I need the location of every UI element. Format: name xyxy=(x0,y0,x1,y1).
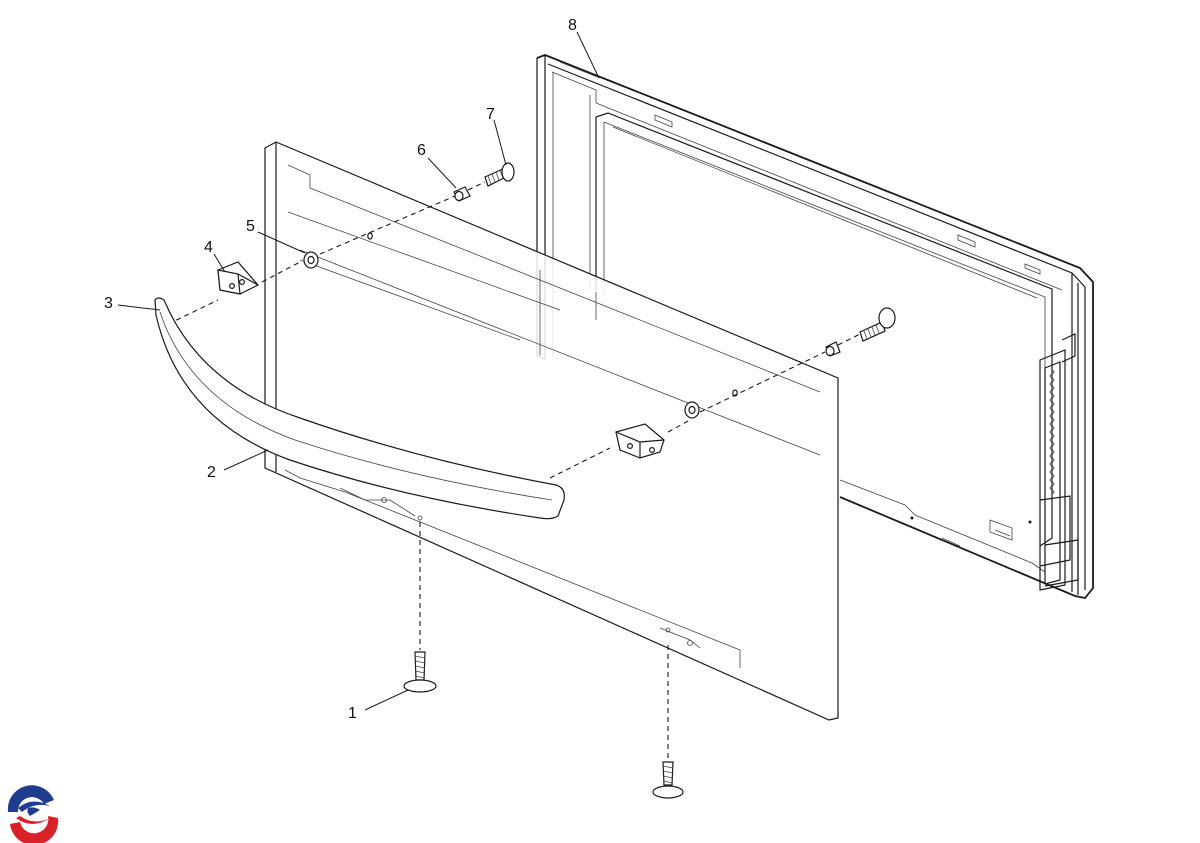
callout-4: 4 xyxy=(204,239,213,256)
callout-labels: 1 2 3 4 5 6 7 8 xyxy=(104,17,577,722)
callout-1: 1 xyxy=(348,705,357,722)
part-3-handle xyxy=(154,297,565,520)
callout-6: 6 xyxy=(417,142,426,159)
part-6-spacer xyxy=(453,186,841,357)
brand-logo xyxy=(3,783,61,843)
callout-3: 3 xyxy=(104,295,113,312)
part-7-screw xyxy=(484,162,896,342)
part-4-bracket-left xyxy=(217,261,259,295)
part-8-door-frame xyxy=(536,54,1094,599)
part-5-washer xyxy=(303,251,700,419)
leader-lines xyxy=(117,31,599,711)
callout-7: 7 xyxy=(486,106,495,123)
part-2-glass-panel xyxy=(264,141,839,721)
callout-8: 8 xyxy=(568,17,577,34)
part-1-screw xyxy=(403,651,684,799)
callout-2: 2 xyxy=(207,464,216,481)
callout-5: 5 xyxy=(246,218,255,235)
part-4-bracket-right xyxy=(615,423,665,459)
